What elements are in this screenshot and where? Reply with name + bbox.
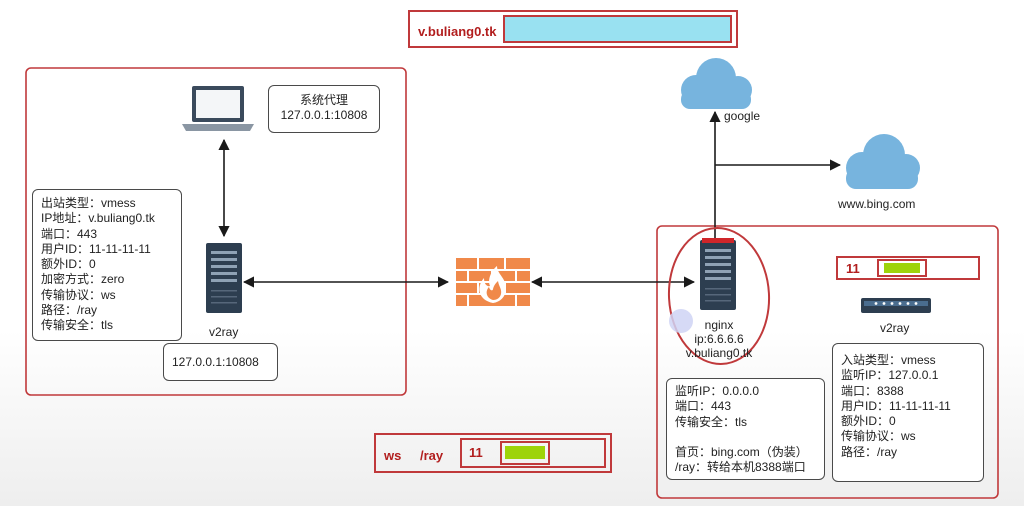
packet-path-label: /ray (420, 448, 444, 463)
outbound-line: 出站类型：vmess (41, 196, 136, 210)
nginx-config-box: 监听IP：0.0.0.0 端口：443 传输安全：tls 首页：bing.com… (666, 378, 825, 480)
packet-payload (505, 446, 545, 459)
nginx-highlight-circle (667, 227, 771, 365)
bing-label: www.bing.com (838, 197, 916, 211)
inbound-line: 监听IP：127.0.0.1 (841, 368, 939, 383)
firewall-icon (456, 258, 530, 306)
client-frame (25, 67, 407, 396)
outbound-line: 加密方式：zero (41, 272, 125, 287)
outbound-line: 路径：/ray (41, 303, 98, 318)
local-address: 127.0.0.1:10808 (172, 355, 259, 369)
system-proxy-title: 系统代理 (299, 93, 348, 107)
packet-frame: 11 (460, 438, 606, 468)
google-label: google (724, 109, 761, 123)
packet-number: 11 (469, 445, 483, 460)
nginx-config-line: 监听IP：0.0.0.0 (675, 384, 760, 398)
domain-label: v.buliang0.tk (418, 24, 497, 39)
server-packet-segment (877, 259, 927, 277)
nginx-config-line: 首页：bing.com（伪装） (675, 444, 808, 459)
nginx-name: nginx (704, 318, 734, 332)
server-frame (656, 225, 999, 499)
server-packet-payload (884, 263, 920, 273)
bing-cloud-icon (846, 134, 920, 189)
outbound-line: 端口：443 (41, 226, 98, 241)
inbound-config-box: 入站类型：vmess 监听IP：127.0.0.1 端口：8388 用户ID：1… (832, 343, 984, 482)
outbound-line: 用户ID：11-11-11-11 (41, 241, 151, 256)
system-proxy-box: 系统代理 127.0.0.1:10808 (268, 85, 380, 133)
outbound-line: 额外ID：0 (41, 257, 96, 272)
packet-segment (500, 441, 550, 465)
nginx-label: nginx ip:6.6.6.6 v.buliang0.tk (680, 318, 758, 360)
nginx-config-line: 传输安全：tls (675, 414, 748, 429)
nginx-ip: ip:6.6.6.6 (694, 332, 744, 346)
inbound-line: 额外ID：0 (841, 414, 896, 429)
outbound-line: 传输协议：ws (41, 287, 116, 302)
outbound-line: IP地址：v.buliang0.tk (41, 211, 155, 226)
packet-bar: ws /ray 11 (374, 433, 612, 473)
switch-icon (861, 298, 931, 313)
server-v2ray-label: v2ray (880, 321, 910, 335)
outbound-line: 传输安全：tls (41, 318, 114, 333)
inbound-line: 用户ID：11-11-11-11 (841, 398, 951, 413)
server-packet-number: 11 (846, 261, 860, 276)
inbound-line: 入站类型：vmess (841, 353, 936, 367)
inbound-line: 端口：8388 (841, 383, 904, 398)
nginx-config-line: 端口：443 (675, 399, 732, 414)
inbound-line: 传输协议：ws (841, 429, 916, 444)
laptop-icon (182, 86, 254, 131)
local-address-box: 127.0.0.1:10808 (163, 343, 278, 381)
google-cloud-icon (681, 58, 752, 109)
cursor-dot-icon (669, 309, 693, 333)
outbound-config-box: 出站类型：vmess IP地址：v.buliang0.tk 端口：443 用户I… (32, 189, 182, 341)
client-v2ray-label: v2ray (209, 325, 239, 339)
domain-value-box (503, 15, 732, 43)
packet-ws-label: ws (384, 448, 402, 463)
system-proxy-address: 127.0.0.1:10808 (280, 108, 368, 123)
nginx-config-line (675, 430, 816, 445)
nginx-config-line: /ray：转给本机8388端口 (675, 460, 806, 475)
server-packet-bar: 11 (836, 256, 980, 280)
nginx-domain: v.buliang0.tk (685, 346, 753, 360)
nginx-server-icon (700, 238, 736, 310)
v2ray-server-icon (206, 243, 242, 313)
inbound-line: 路径：/ray (841, 444, 898, 459)
domain-bar: v.buliang0.tk (408, 10, 738, 48)
